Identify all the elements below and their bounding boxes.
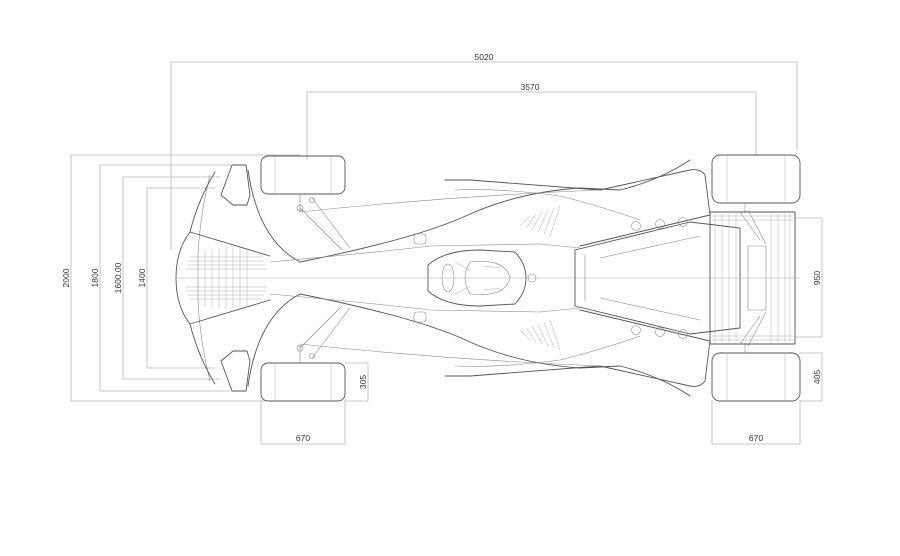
front-wing-right: [220, 350, 251, 392]
label-front-tyre-length: 670: [296, 433, 310, 443]
sidepod-inner-left: [454, 189, 641, 221]
chassis-centreline-lower: [269, 293, 581, 313]
front-right-tyre: [260, 362, 346, 402]
sidepod-louvres-right: [519, 319, 561, 351]
floor-edge-left: [299, 189, 601, 213]
sidepod-louvres-left: [519, 205, 561, 237]
label-overall-width: 2000: [61, 268, 71, 287]
dim-track-outer: [99, 164, 231, 392]
tyre-tread-lines: [274, 155, 786, 401]
rear-right-tyre: [711, 352, 801, 402]
label-rear-tyre-width: 405: [812, 370, 822, 384]
dim-overall-length: [170, 61, 798, 251]
front-suspension: [296, 193, 351, 364]
floor-edge-right: [299, 343, 601, 367]
engine-cover: [574, 221, 741, 335]
label-overall-length: 5020: [475, 52, 494, 62]
rear-wing-endplate-strakes: [711, 215, 794, 341]
label-track-outer: 1800: [90, 268, 100, 287]
chassis-right: [247, 293, 691, 397]
car-outline: [174, 154, 801, 402]
dim-rear-tyre-width: [799, 352, 823, 402]
cockpit-detail-lines: [454, 261, 501, 295]
sidepod-inner-right: [454, 335, 641, 367]
dim-rear-wing-width: [794, 217, 823, 338]
dim-rear-tyre-length: [711, 399, 801, 445]
dim-overall-width: [70, 154, 301, 402]
label-body-width: 1400: [137, 268, 147, 287]
cooling-vents: [631, 217, 688, 339]
dimension-labels: 5020 3570 2000 1800 1600.00 1400 950 405…: [61, 52, 822, 443]
chassis-centreline-upper: [269, 243, 581, 263]
front-left-tyre: [260, 155, 346, 195]
dimension-lines: [70, 61, 823, 445]
dim-front-tyre-length: [260, 399, 346, 445]
rear-left-tyre: [711, 154, 801, 204]
dim-body-width: [146, 187, 216, 369]
rear-suspension: [739, 202, 767, 354]
mirror-right: [413, 311, 427, 323]
mirror-left: [413, 233, 427, 245]
label-rear-wing-width: 950: [812, 271, 822, 285]
dim-track: [122, 176, 221, 380]
chassis-left: [247, 159, 691, 263]
label-track: 1600.00: [113, 262, 123, 293]
label-wheelbase: 3570: [521, 82, 540, 92]
label-front-tyre-width: 305: [358, 375, 368, 389]
front-wing-left: [220, 164, 251, 206]
dim-front-tyre-width: [344, 362, 369, 402]
label-rear-tyre-length: 670: [749, 433, 763, 443]
dim-wheelbase: [306, 91, 757, 161]
